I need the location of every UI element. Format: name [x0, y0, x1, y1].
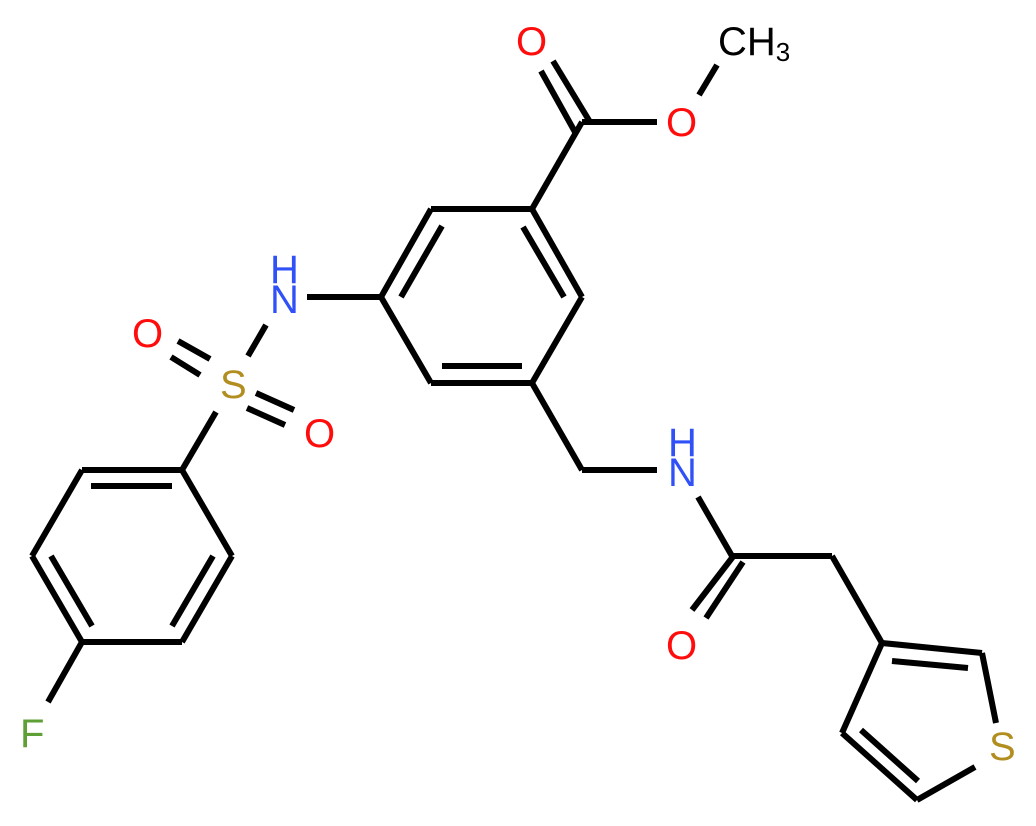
methyl-carbon: CH [718, 20, 776, 64]
methyl-group: CH3 [718, 22, 790, 72]
fluorine-atom: F [20, 712, 45, 756]
sulfonyl-oxygen-2: O [304, 412, 336, 456]
amide-hydrogen: H [668, 421, 697, 465]
sulfonamide-nitrogen: N [270, 278, 299, 322]
ester-oxygen: O [666, 101, 698, 145]
methyl-ester-group [529, 59, 720, 211]
thiophene-ring [839, 640, 999, 803]
amide-oxygen: O [666, 624, 698, 668]
sulfonamide-hydrogen: H [270, 248, 299, 292]
ester-carbonyl-oxygen: O [516, 20, 548, 64]
sulfonamide-group [169, 294, 381, 472]
fluorophenyl-ring [29, 467, 235, 704]
sulfonyl-oxygen-1: O [132, 312, 164, 356]
thiophene-sulfur: S [989, 725, 1016, 769]
methyl-subscript: 3 [775, 37, 791, 67]
amide-nitrogen: N [668, 451, 697, 495]
sulfonyl-sulfur: S [220, 363, 247, 407]
amide-chain [529, 381, 885, 645]
central-benzene-ring [378, 206, 585, 386]
